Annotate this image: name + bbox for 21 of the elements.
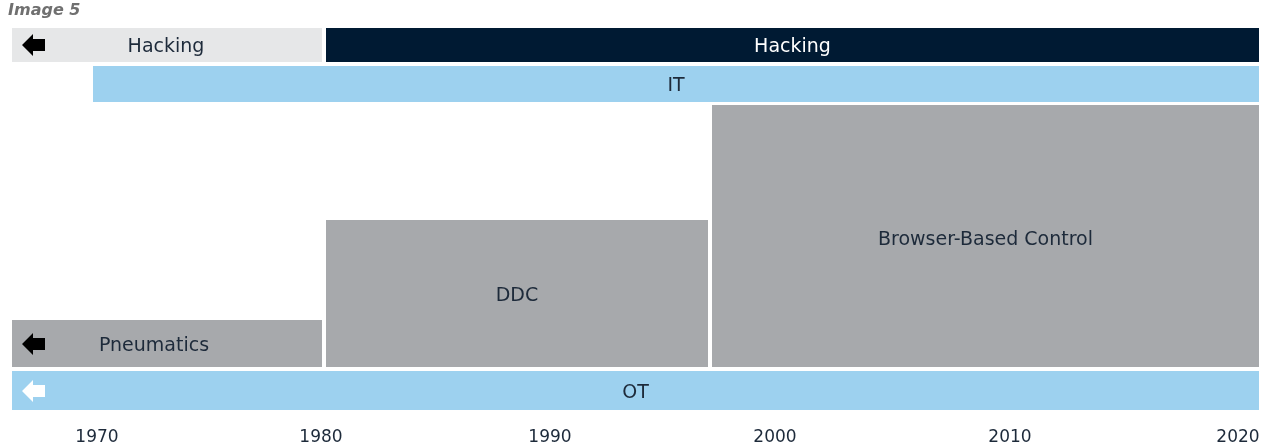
year-label: 2010 bbox=[988, 426, 1032, 446]
year-label: 1980 bbox=[299, 426, 343, 446]
timeline-bar bbox=[326, 220, 708, 367]
title: Image 5 bbox=[8, 0, 81, 19]
timeline-bar bbox=[12, 320, 322, 367]
year-label: 1990 bbox=[528, 426, 572, 446]
bar-label: Hacking bbox=[127, 34, 205, 56]
year-label: 2020 bbox=[1216, 426, 1260, 446]
bar-label: Hacking bbox=[754, 34, 831, 56]
bar-label: Browser-Based Control bbox=[878, 227, 1093, 249]
timeline-bar bbox=[12, 28, 322, 62]
timeline-bar bbox=[326, 28, 1259, 62]
year-label: 2000 bbox=[753, 426, 797, 446]
timeline-bar bbox=[12, 371, 1259, 410]
bar-label: Pneumatics bbox=[98, 332, 210, 355]
bar-label: IT bbox=[667, 73, 685, 95]
bar-label: OT bbox=[622, 379, 649, 402]
timeline-bar bbox=[712, 105, 1259, 367]
year-label: 1970 bbox=[75, 426, 119, 446]
bar-label: DDC bbox=[495, 282, 539, 305]
timeline-bar bbox=[93, 66, 1259, 102]
